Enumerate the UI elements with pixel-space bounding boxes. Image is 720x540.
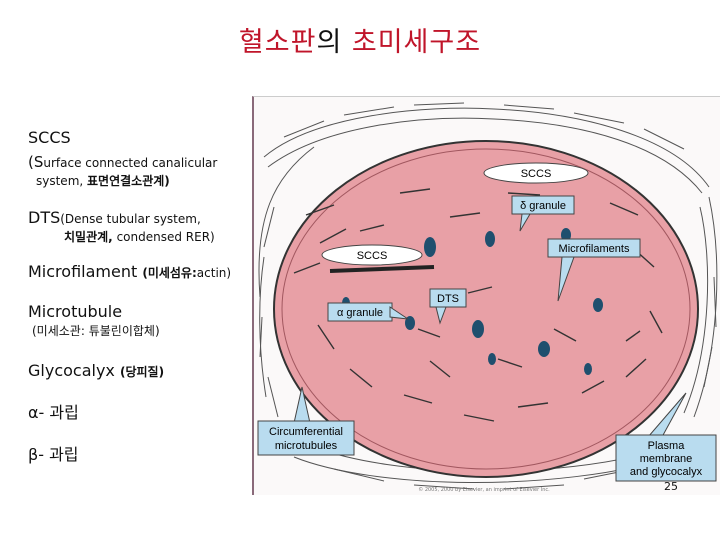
microtubule-desc: (미세소관: 튜불린이합체) (32, 324, 160, 338)
sccs-desc-1a: (S (28, 153, 44, 171)
callout-alpha-granule: α granule (327, 302, 409, 322)
callout-microfilaments: Microfilaments (547, 238, 641, 302)
dts-desc-line-2: 치밀관계, condensed RER) (64, 228, 215, 245)
beta-granule-term: β- 과립 (28, 445, 79, 464)
platelet-diagram-svg: SCCS δ granule Microfilaments SCCS DTS α… (257, 102, 718, 493)
sccs-desc-line-1: (Surface connected canalicular (28, 152, 217, 171)
platelet-cell-body (273, 140, 699, 478)
sccs-canaliculus (329, 265, 435, 273)
dts-desc-a: (Dense tubular system, (60, 212, 201, 226)
page-title: 혈소판의 초미세구조 (0, 20, 720, 59)
dts-desc-english: condensed RER) (116, 230, 215, 244)
callout-dts-text: DTS (437, 293, 459, 305)
glycocalyx-term: Glycocalyx (28, 361, 115, 380)
figure-copyright: © 2005, 2000 by Elsevier, an imprint of … (418, 486, 550, 493)
page-number: 25 (664, 480, 678, 493)
sccs-desc-2a: system, (36, 174, 88, 188)
callout-plasma-membrane: Plasma membrane and glycocalyx (615, 392, 717, 482)
sccs-desc-line-2: system, 표면연결소관계) (36, 172, 170, 189)
microtubule-dashes (293, 188, 663, 422)
glycocalyx-desc: (당피질) (119, 365, 165, 379)
microfilament-desc: (미세섬유: (142, 266, 197, 280)
callout-circumferential-microtubules: Circumferential microtubules (257, 386, 355, 456)
callout-circumferential-text-2: microtubules (275, 440, 338, 452)
platelet-diagram: SCCS δ granule Microfilaments SCCS DTS α… (252, 96, 720, 495)
sccs-desc-2b: 표면연결소관계) (87, 174, 170, 188)
sccs-desc-1b: urface connected canalicular (43, 156, 218, 170)
microfilament-line: Microfilament (미세섬유:actin) (28, 262, 231, 281)
sccs-term: SCCS (28, 128, 71, 147)
callout-circumferential-text-1: Circumferential (269, 426, 343, 438)
circumferential-microtubule-ring (281, 148, 691, 470)
title-part-3: 초미세구조 (342, 27, 482, 58)
callout-plasma-text-3: and glycocalyx (630, 466, 703, 478)
dts-desc-korean: 치밀관계, (64, 230, 113, 244)
callout-plasma-text-2: membrane (640, 453, 693, 465)
microtubule-term: Microtubule (28, 302, 123, 321)
callout-dts: DTS (429, 288, 467, 325)
dts-term: DTS (28, 208, 61, 227)
callout-sccs-mid: SCCS (321, 244, 423, 266)
callout-delta-granule: δ granule (511, 195, 575, 232)
callout-sccs-top-text: SCCS (521, 168, 552, 180)
callout-sccs-top: SCCS (483, 162, 589, 184)
title-part-2: 의 (316, 27, 343, 58)
glycocalyx-line: Glycocalyx (당피질) (28, 361, 164, 380)
callout-alpha-granule-text: α granule (337, 307, 383, 319)
title-part-1: 혈소판 (238, 27, 317, 58)
microfilament-desc-2: actin) (196, 266, 232, 280)
alpha-granule-term: α- 과립 (28, 403, 79, 422)
callout-microfilaments-text: Microfilaments (559, 243, 630, 255)
callout-delta-granule-text: δ granule (520, 200, 566, 212)
microfilament-term: Microfilament (28, 262, 138, 281)
callout-plasma-text-1: Plasma (648, 440, 686, 452)
dts-line: DTS(Dense tubular system, (28, 208, 201, 227)
callout-sccs-mid-text: SCCS (357, 250, 388, 262)
